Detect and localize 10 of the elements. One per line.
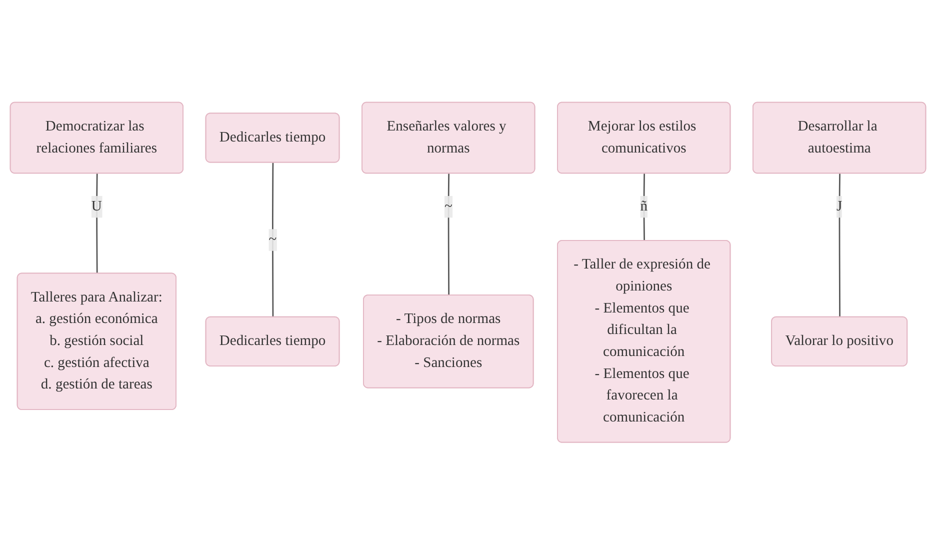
edge-label: U: [91, 198, 102, 214]
connector: [448, 174, 450, 296]
connector: [96, 174, 98, 274]
edge-label: J: [836, 198, 842, 214]
edge-label: ~: [268, 232, 277, 248]
edge-label: ñ: [640, 198, 648, 214]
edge-label: ~: [444, 198, 452, 214]
connector: [643, 174, 645, 242]
connector: [838, 174, 840, 318]
connector: [272, 162, 274, 318]
